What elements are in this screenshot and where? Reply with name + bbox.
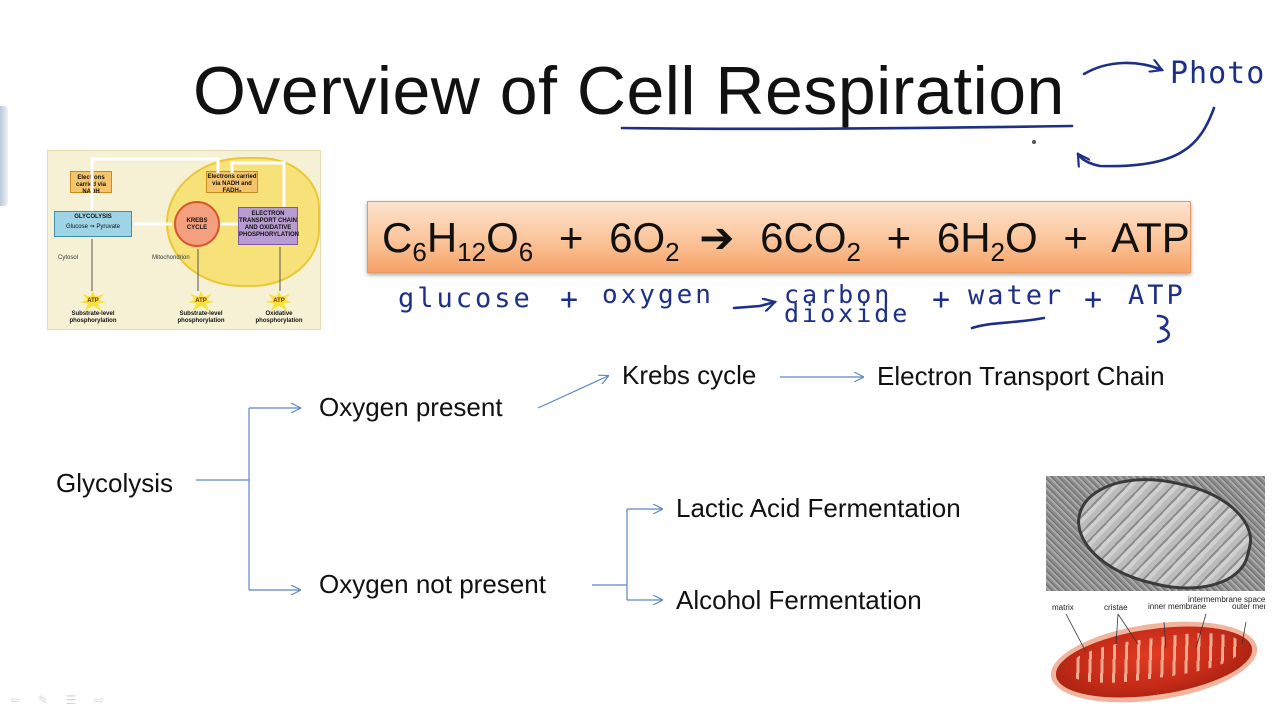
slide-toolbar: ⇦ ✎ ☰ ⇨: [6, 693, 108, 707]
atp-burst-icon: ATP: [266, 291, 292, 311]
nadh-box: Electrons carried via NADH: [70, 171, 112, 195]
handwritten-water: water: [968, 280, 1065, 311]
pen-icon[interactable]: ✎: [37, 693, 49, 707]
oxygen-not-present-label: Oxygen not present: [319, 569, 546, 599]
handwritten-dioxide: dioxide: [784, 299, 911, 328]
menu-icon[interactable]: ☰: [65, 693, 77, 707]
inner-membrane-label: inner membrane: [1148, 602, 1207, 611]
handwritten-carbon: carbon: [784, 280, 893, 309]
etc-box: ELECTRON TRANSPORT CHAIN AND OXIDATIVE P…: [238, 207, 299, 245]
handwritten-plus: +: [932, 282, 951, 317]
eq-subscript: 12: [457, 237, 487, 268]
outer-membrane-label: outer membrane: [1232, 602, 1265, 611]
nadh-fadh-box: Electrons carried via NADH and FADH₂: [206, 171, 258, 194]
substrate-phosphorylation-label: Substrate-level phosphorylation: [69, 311, 117, 324]
handwritten-plus: +: [1084, 282, 1103, 317]
alcohol-fermentation-label: Alcohol Fermentation: [676, 585, 922, 615]
mitochondrion-label: Mitochondrion: [152, 255, 190, 261]
eq-subscript: 6: [518, 237, 534, 268]
back-arrow-icon[interactable]: ⇦: [9, 693, 21, 707]
oxygen-present-label: Oxygen present: [319, 392, 503, 422]
handwritten-plus: +: [560, 282, 579, 317]
glycolysis-box: GLYCOLYSIS Glucose ⇒ Pyruvate: [54, 211, 132, 237]
intermembrane-space-label: intermembrane space: [1188, 595, 1265, 604]
handwritten-photo: Photo: [1170, 56, 1266, 91]
cell-respiration-diagram: Electrons carried via NADH GLYCOLYSIS Gl…: [47, 150, 321, 330]
forward-arrow-icon[interactable]: ⇨: [93, 693, 105, 707]
eq-hydrogen: H: [426, 214, 458, 261]
lactic-acid-fermentation-label: Lactic Acid Fermentation: [676, 493, 961, 523]
electron-transport-chain-label: Electron Transport Chain: [877, 361, 1165, 391]
eq-plus: +: [1063, 214, 1088, 261]
eq-subscript: 2: [846, 237, 861, 268]
substrate-phosphorylation-label: Substrate-level phosphorylation: [177, 311, 225, 324]
cristae-label: cristae: [1104, 603, 1128, 612]
cytosol-label: Cytosol: [58, 255, 79, 261]
oxidative-phosphorylation-label: Oxidative phosphorylation: [255, 311, 303, 324]
eq-carbon-dioxide: 6CO: [760, 214, 847, 261]
eq-arrow-icon: ➔: [699, 214, 735, 261]
glycolysis-box-label: GLYCOLYSIS: [74, 214, 112, 220]
handwritten-oxygen: oxygen: [602, 280, 714, 310]
mitochondrion-image: matrix cristae inner membrane intermembr…: [1046, 476, 1265, 704]
handwritten-atp: ATP: [1128, 280, 1186, 311]
atp-burst-icon: ATP: [80, 291, 106, 311]
eq-plus: +: [558, 214, 584, 261]
eq-oxygen-molecule: 6O: [609, 214, 666, 261]
eq-subscript: 2: [665, 237, 680, 268]
glucose-pyruvate-label: Glucose ⇒ Pyruvate: [65, 224, 121, 230]
matrix-label: matrix: [1052, 603, 1074, 612]
eq-oxygen: O: [486, 214, 519, 261]
side-panel-tab[interactable]: [0, 106, 8, 206]
eq-subscript: 2: [990, 237, 1006, 268]
eq-subscript: 6: [412, 237, 427, 268]
krebs-cycle-label: Krebs cycle: [622, 360, 757, 390]
slide-title: Overview of Cell Respiration: [193, 53, 1065, 129]
eq-water-o: O: [1005, 214, 1038, 261]
glycolysis-label: Glycolysis: [56, 468, 174, 498]
eq-plus: +: [886, 214, 912, 261]
eq-atp: ATP: [1111, 214, 1190, 261]
respiration-equation: C6H12O6 + 6O2 ➔ 6CO2 + 6H2O + ATP: [367, 201, 1191, 273]
eq-carbon: C: [382, 214, 413, 261]
krebs-cycle-box: KREBS CYCLE: [174, 201, 220, 247]
eq-water-h: 6H: [936, 214, 991, 261]
handwritten-glucose: glucose: [398, 283, 533, 314]
atp-burst-icon: ATP: [188, 291, 214, 311]
